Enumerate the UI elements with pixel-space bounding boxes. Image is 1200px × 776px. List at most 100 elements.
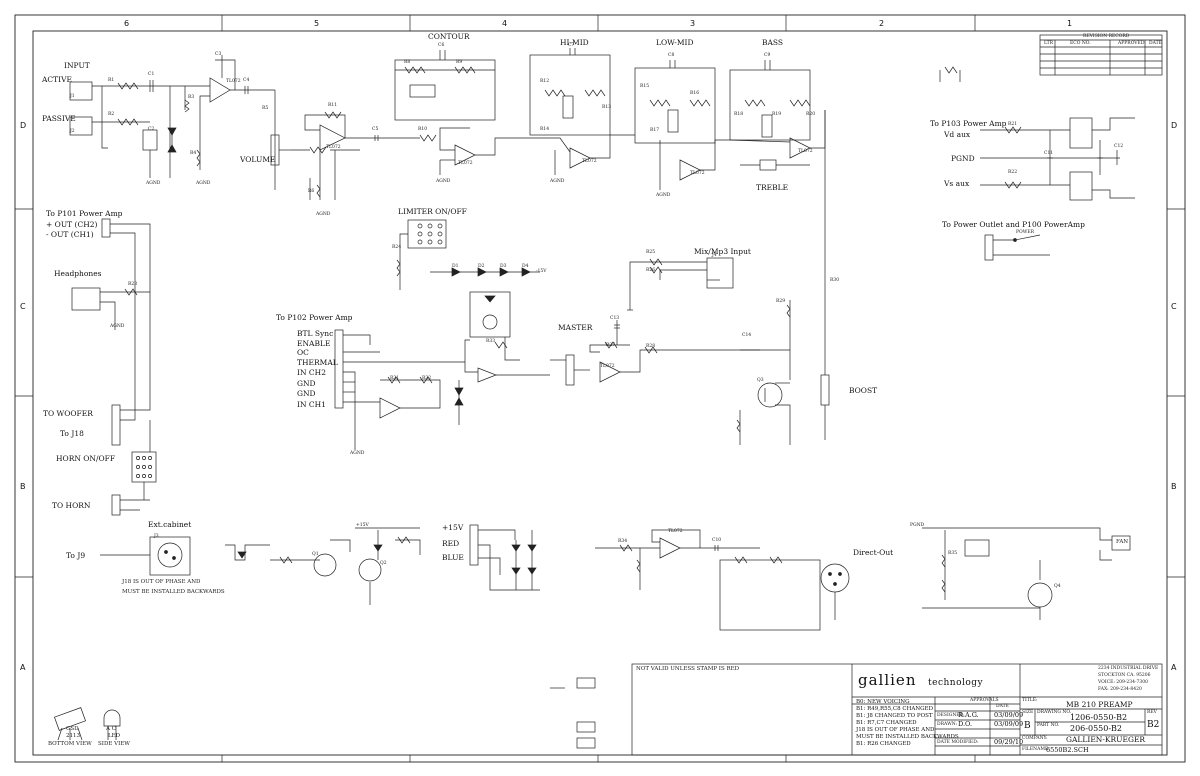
company-logo: gallien [858,671,917,689]
headphones-jack [71,287,150,330]
drawing-title: MB 210 PREAMP [1066,700,1133,709]
limiter-switch [396,219,447,290]
label-active: ACTIVE [42,75,73,84]
zone-row-d-right: D [1171,121,1178,130]
ref-r13: R13 [602,105,612,110]
ref-r28: R28 [646,344,656,349]
ref-r18: R18 [734,112,744,117]
agnd-4: AGND [436,179,451,184]
ref-q4: Q4 [1054,584,1061,589]
mix-input [627,257,734,311]
ref-r2: R2 [108,112,115,117]
ref-r27: R27 [606,343,616,348]
ref-r5: R5 [262,106,269,111]
drawing-number: 1206-0550-B2 [1070,713,1128,722]
label-mix-mp3: Mix/Mp3 Input [694,247,751,256]
ref-r19: R19 [772,112,782,117]
part-no-label: PART NO. [1037,723,1060,728]
label-gsd-part: 2113 [66,733,80,739]
power-led-circuit [225,527,421,605]
ref-r6: R6 [308,189,315,194]
contour-section [374,50,520,175]
direct-out-section [595,529,850,631]
ref-c6: C6 [438,43,445,48]
label-power: POWER [1016,230,1035,235]
ref-c2: C2 [148,127,155,132]
zone-row-a-right: A [1171,663,1177,672]
address-line2: STOCKTON CA. 95206 [1098,673,1151,678]
date-header: DATE [996,704,1009,709]
label-led: LED [108,733,121,739]
ref-c14: C14 [742,333,752,338]
label-to-outlet: To Power Outlet and P100 PowerAmp [942,220,1085,229]
label-hi-mid: HI-MID [560,38,589,47]
revision-level: B2 [1147,720,1160,730]
filename: 6550B2.SCH [1046,746,1089,754]
label-horn-onoff: HORN ON/OFF [56,454,116,463]
label-bottom-view: BOTTOM VIEW [48,741,92,747]
agnd-7: AGND [110,324,125,329]
label-limiter: LIMITER ON/OFF [398,207,467,216]
ref-r34: R34 [618,539,628,544]
label-to-p101: To P101 Power Amp [46,209,123,218]
agnd-2: AGND [196,181,211,186]
label-gnd-1: GND [297,379,316,388]
label-vd-aux: Vd aux [944,130,971,139]
drawn-label: DRAWN: [937,722,957,727]
drawing-no-label: DRAWING NO. [1037,710,1072,715]
date-modified-label: DATE MODIFIED: [937,740,979,745]
label-boost: BOOST [849,386,878,395]
ref-r15: R15 [640,84,650,89]
label-to-p102: To P102 Power Amp [276,313,353,322]
rev-note-3: B1: J8 CHANGED TO POST [856,713,933,719]
label-treble: TREBLE [756,183,789,192]
ref-r17: R17 [650,128,660,133]
zone-row-c: C [20,302,26,311]
boost-section [736,300,830,445]
ref-r31: R31 [390,376,400,381]
label-to-j18: To J18 [60,429,84,438]
label-btl-sync: BTL Sync [297,329,334,338]
zone-row-d: D [20,121,27,130]
outer-border [14,14,1186,763]
label-plus15v: +15V [442,523,464,532]
title-block-frame [631,663,1163,756]
p101-outputs [101,218,151,421]
speaker-outputs [111,404,157,516]
label-bass: BASS [762,38,784,47]
fan-circuit [922,527,1131,620]
label-passive: PASSIVE [42,114,76,123]
address-line1: 2234 INDUSTRIAL DRIVE [1098,666,1159,671]
ref-r33: R33 [486,339,496,344]
agnd-6: AGND [656,193,671,198]
ref-u8: TL072 [668,529,683,534]
voice-number: VOICE: 209-234-7300 [1098,680,1148,685]
label-out-ch1: - OUT (CH1) [46,230,94,239]
ref-u3: TL072 [458,161,473,166]
company-label: COMPANY: [1022,736,1048,741]
date-modified: 09/29/10 [994,738,1024,746]
ref-r10: R10 [418,127,428,132]
ref-r32: R32 [422,376,432,381]
ref-d3: D3 [500,264,507,269]
agnd-8: AGND [350,451,365,456]
approvals-header: APPROVALS [970,698,999,703]
ref-c1: C1 [148,72,155,77]
label-master: MASTER [558,323,593,332]
ref-u1: TL072 [226,79,241,84]
designed-date: 03/09/09 [994,711,1024,719]
ref-c3: C3 [215,52,222,57]
rev-note-7: B1: R26 CHANGED [856,741,911,747]
rail-minus15v: -15V [536,269,547,274]
ref-r11: R11 [328,103,338,108]
rev-note-2: B1: R49,R55,C8 CHANGED [856,706,933,712]
ref-r24: R24 [392,245,402,250]
label-low-mid: LOW-MID [656,38,694,47]
ref-j1: J1 [70,94,75,99]
zone-col-3: 3 [690,19,696,28]
rev-label: REV [1147,710,1157,715]
label-ext-cabinet: Ext.cabinet [148,520,192,529]
status-leds [469,524,540,591]
drawn-by: D.O. [958,720,973,728]
